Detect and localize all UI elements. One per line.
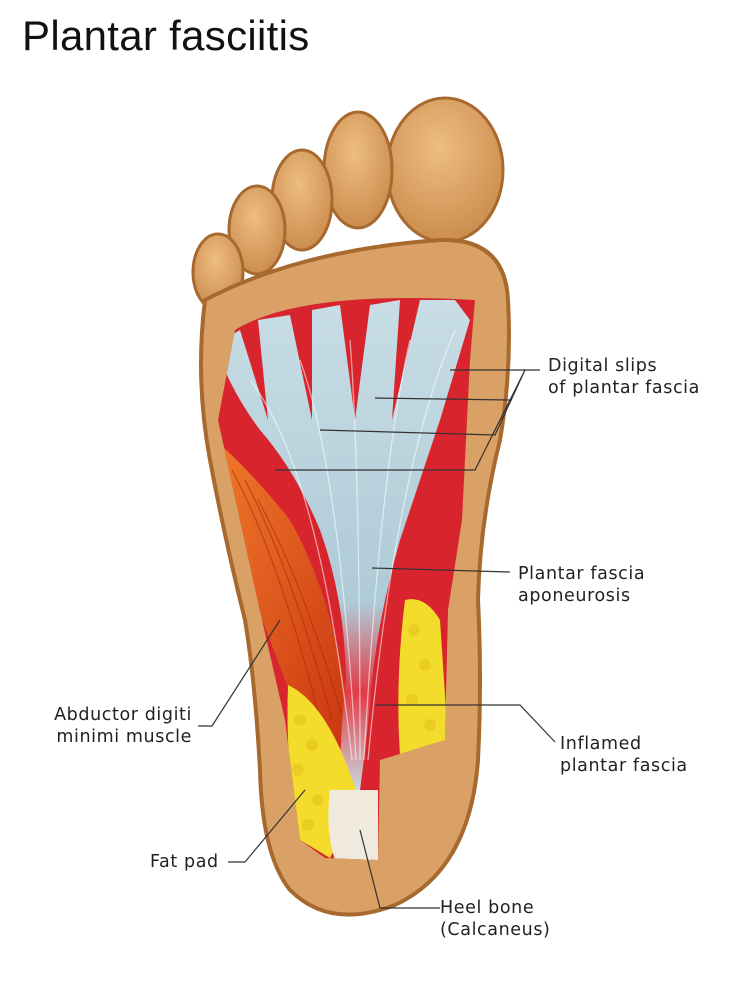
fourth-toe [227, 184, 287, 276]
plantar-fascia [218, 300, 470, 790]
leader-aponeurosis [371, 567, 511, 573]
page-title: Plantar fasciitis [22, 12, 310, 59]
label-digital-slips: Digital slips of plantar fascia [548, 356, 700, 398]
fat-pad-right [398, 599, 448, 755]
label-abductor: Abductor digiti minimi muscle [54, 705, 192, 747]
leader-heel-bone [359, 829, 440, 909]
leader-lines [198, 369, 556, 909]
big-toe [385, 96, 505, 244]
leader-abductor [198, 619, 281, 727]
second-toe [322, 110, 394, 230]
label-inflamed: Inflamed plantar fascia [560, 734, 688, 776]
label-fat-pad: Fat pad [150, 852, 219, 872]
toes [191, 96, 505, 312]
heel-bone [328, 790, 378, 860]
label-heel-bone: Heel bone (Calcaneus) [440, 898, 551, 940]
leader-fat-pad [228, 789, 306, 863]
abductor-muscle [218, 440, 350, 760]
leader-inflamed [375, 704, 556, 743]
leader-digital-slips [275, 369, 540, 471]
label-aponeurosis: Plantar fascia aponeurosis [518, 564, 646, 606]
